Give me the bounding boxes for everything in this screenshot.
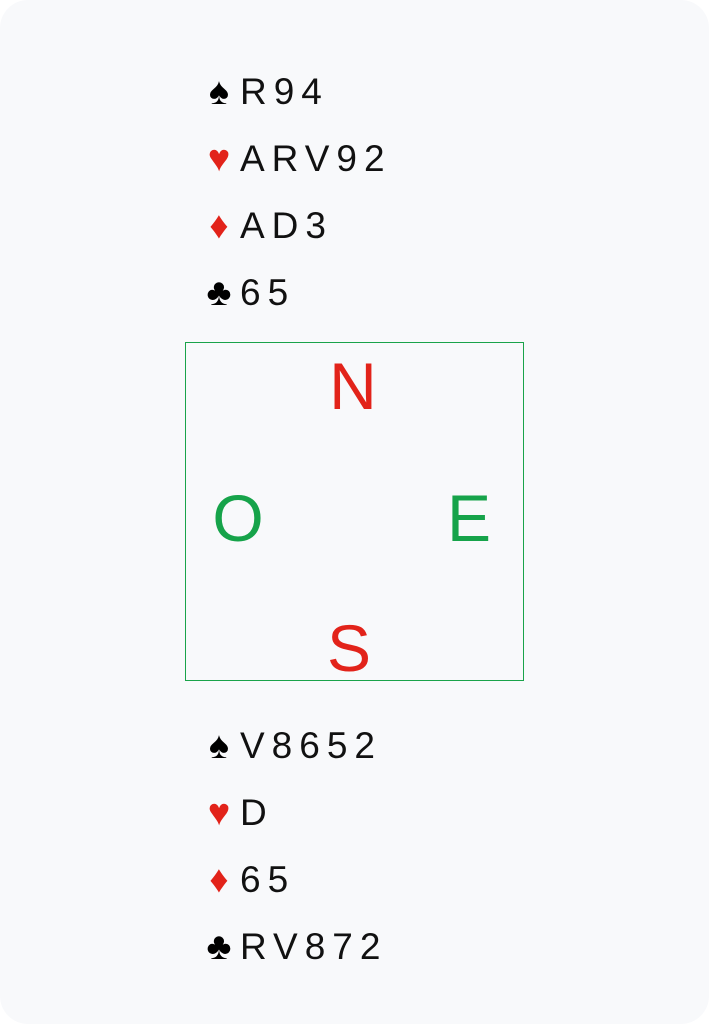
compass-north: N — [329, 349, 377, 423]
compass-south: S — [326, 611, 372, 685]
south-hearts: ♥ D — [200, 779, 387, 846]
north-club-cards: 65 — [240, 272, 296, 313]
north-diamonds: ♦ AD3 — [200, 192, 392, 259]
diamond-icon: ♦ — [209, 858, 229, 901]
club-icon: ♣ — [206, 925, 232, 968]
north-hearts: ♥ ARV92 — [200, 125, 392, 192]
north-diamond-cards: AD3 — [240, 205, 333, 246]
north-spades: ♠ R94 — [200, 58, 392, 125]
south-diamonds: ♦ 65 — [200, 846, 387, 913]
north-heart-cards: ARV92 — [240, 138, 392, 179]
spade-icon: ♠ — [208, 70, 230, 113]
south-spade-cards: V8652 — [240, 725, 382, 766]
south-spades: ♠ V8652 — [200, 712, 387, 779]
north-clubs: ♣ 65 — [200, 259, 392, 326]
heart-icon: ♥ — [207, 791, 231, 834]
south-clubs: ♣ RV872 — [200, 913, 387, 980]
spade-icon: ♠ — [208, 724, 230, 767]
diamond-icon: ♦ — [209, 204, 229, 247]
north-spade-cards: R94 — [240, 71, 329, 112]
south-club-cards: RV872 — [240, 926, 388, 967]
compass-box: N O E S — [185, 342, 524, 681]
south-diamond-cards: 65 — [240, 859, 296, 900]
north-hand: ♠ R94 ♥ ARV92 ♦ AD3 ♣ 65 — [200, 58, 392, 326]
south-hand: ♠ V8652 ♥ D ♦ 65 ♣ RV872 — [200, 712, 387, 980]
south-heart-cards: D — [240, 792, 274, 833]
compass-east: E — [446, 481, 492, 555]
heart-icon: ♥ — [207, 137, 231, 180]
club-icon: ♣ — [206, 271, 232, 314]
compass-west: O — [212, 481, 264, 555]
